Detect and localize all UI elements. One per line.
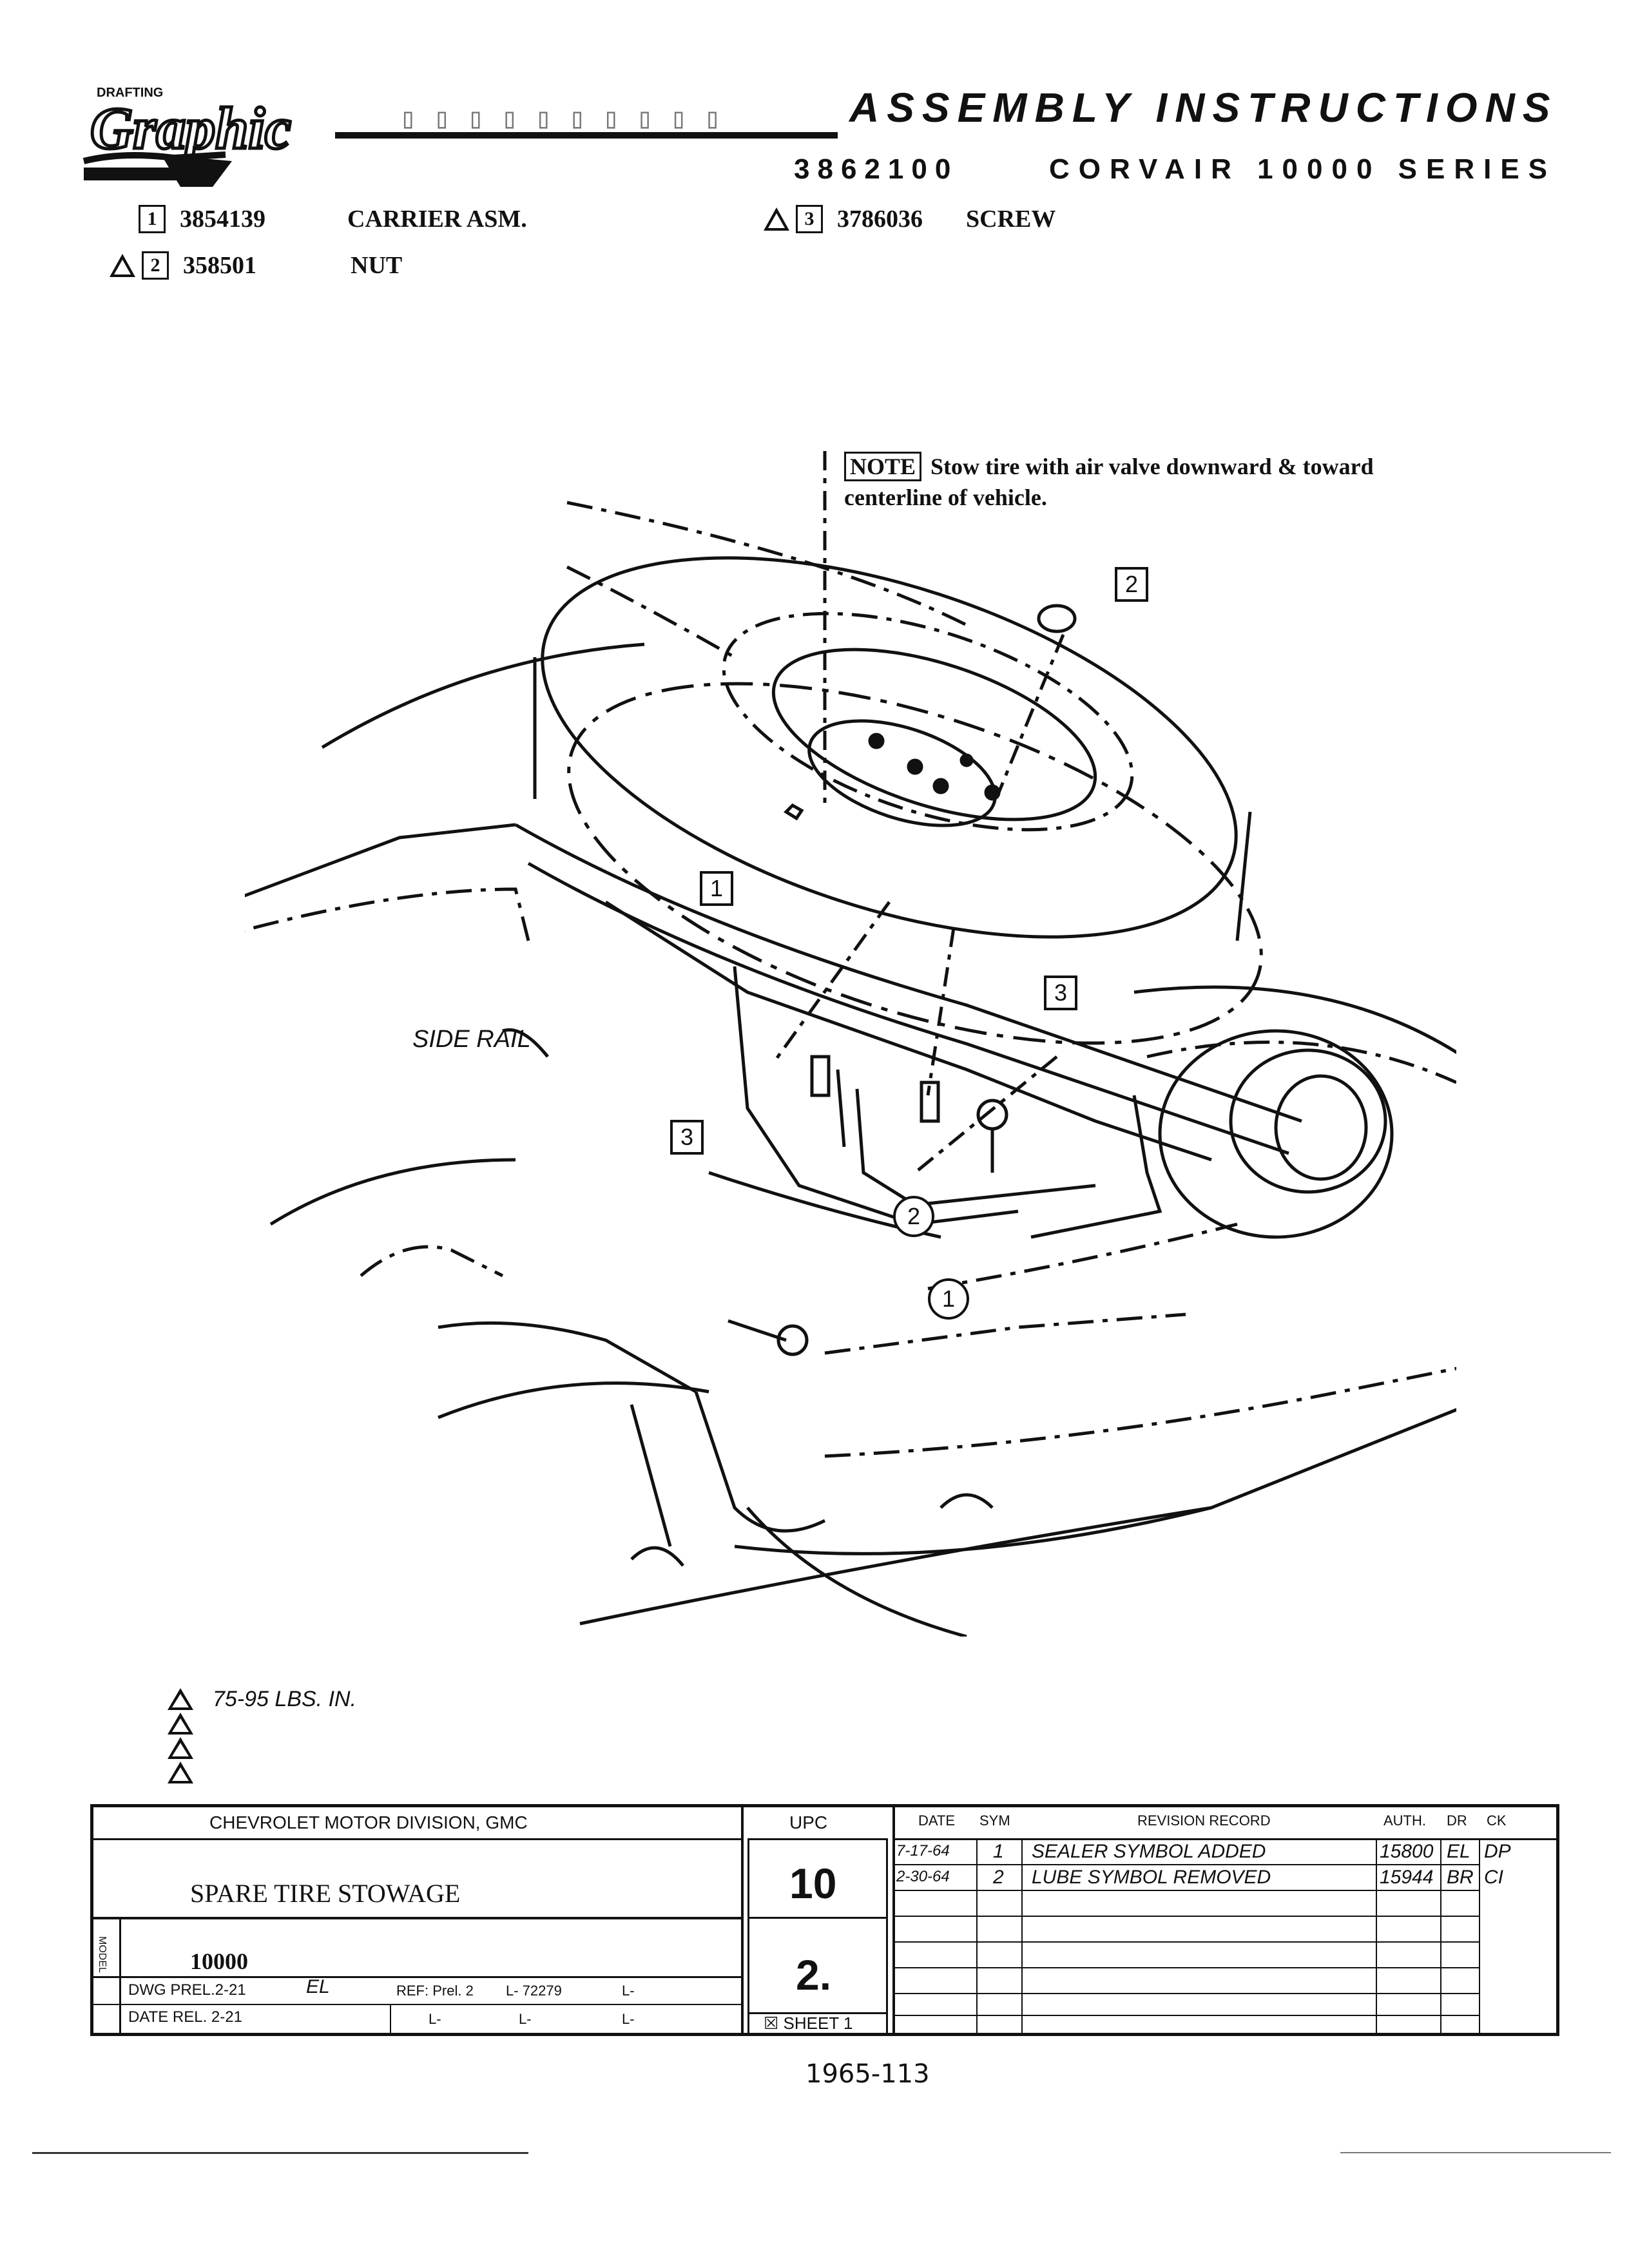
rev-2-ck: CI [1484,1867,1503,1888]
rev-2-record: LUBE SYMBOL REMOVED [1032,1867,1271,1888]
bottom-rule [32,2152,528,2154]
part-row-3: 3 3786036 SCREW [764,205,1055,233]
ref-l1: L- 72279 [506,1983,562,1999]
bottom-rule [1340,2152,1611,2153]
logo-small-text: DRAFTING [97,86,163,100]
spare-tire-stowage-diagram [245,451,1456,1637]
part-callout-box: 1 [139,205,166,233]
ref-l4: L- [519,2011,532,2027]
title-block: CHEVROLET MOTOR DIVISION, GMC SPARE TIRE… [90,1804,1559,2036]
part-row-2: 2 358501 NUT [110,251,402,280]
sheet-number: ☒ SHEET 1 [764,2013,853,2033]
diagram-callout-box: 3 [1044,975,1077,1010]
drawing-title: SPARE TIRE STOWAGE [190,1879,461,1908]
document-title: ASSEMBLY INSTRUCTIONS [849,84,1558,131]
ref-l2: L- [622,1983,635,1999]
part-name: SCREW [966,206,1056,233]
part-callout-box: 2 [142,251,169,280]
logo-graphic: DRAFTING Graphic [82,86,293,187]
rev-2-sym: 2 [993,1867,1004,1888]
series-name: CORVAIR 10000 SERIES [1049,153,1557,185]
diagram-callout-box: 1 [700,871,733,906]
rev-1-ck: DP [1484,1841,1511,1862]
sheet-text: SHEET 1 [783,2013,853,2033]
torque-flag-icon [168,1713,193,1735]
rev-header-record: REVISION RECORD [1137,1812,1271,1829]
rev-1-dr: EL [1447,1841,1470,1862]
part-number: 358501 [183,252,256,279]
rev-header-sym: SYM [979,1812,1010,1829]
model-number: 10000 [190,1948,248,1974]
note-text: Stow tire with air valve downward & towa… [844,454,1374,510]
ref-l5: L- [622,2011,635,2027]
torque-flag-icon [168,1737,193,1759]
ref-l3: L- [429,2011,441,2027]
part-callout-box: 3 [796,205,823,233]
dwg-initials: EL [306,1976,330,1997]
part-name: CARRIER ASM. [347,206,527,233]
model-label: MODEL [97,1936,108,1973]
upc-value: 10 [789,1860,837,1907]
drafting-graphic-logo: DRAFTING Graphic [71,77,342,193]
rev-1-auth: 15800 [1380,1841,1434,1862]
side-rail-label: SIDE RAIL [412,1026,531,1053]
upc-sub-value: 2. [796,1951,832,1999]
assembly-part-number: 3862100 [794,153,959,185]
document-code: 1965-113 [805,2059,930,2089]
diagram-callout-box: 2 [1115,567,1148,602]
division-name: CHEVROLET MOTOR DIVISION, GMC [209,1812,528,1832]
torque-spec: 75-95 LBS. IN. [213,1687,357,1711]
torque-flag-icon [168,1688,193,1710]
upc-label: UPC [789,1812,828,1832]
header-faded-text: ▯▯▯▯▯▯▯▯▯▯ [400,104,738,137]
rev-1-record: SEALER SYMBOL ADDED [1032,1841,1266,1862]
part-row-1: 1 3854139 CARRIER ASM. [139,205,527,233]
torque-triangle-icon [764,207,789,231]
dwg-info: DWG PREL.2-21 [128,1981,246,1999]
rev-2-date: 2-30-64 [896,1868,950,1885]
diagram-callout-box: 3 [670,1120,704,1155]
ref-info: REF: Prel. 2 [396,1983,474,1999]
torque-flag-stack [168,1688,193,1786]
note-label: NOTE [844,452,922,481]
rev-header-ck: CK [1487,1812,1507,1829]
torque-flag-icon [168,1762,193,1783]
part-name: NUT [351,252,403,279]
logo-script-text: Graphic [90,95,291,161]
rev-1-sym: 1 [993,1841,1004,1862]
part-number: 3854139 [180,206,265,233]
rev-header-date: DATE [918,1812,956,1829]
rev-2-dr: BR [1447,1867,1474,1888]
part-number: 3786036 [837,206,923,233]
torque-triangle-icon [110,254,135,277]
rev-header-dr: DR [1447,1812,1467,1829]
sheet-check-icon: ☒ [764,2013,784,2033]
rev-1-date: 7-17-64 [896,1842,950,1860]
rev-2-auth: 15944 [1380,1867,1434,1888]
rev-header-auth: AUTH. [1383,1812,1426,1829]
date-info: DATE REL. 2-21 [128,2008,242,2026]
diagram-callout-circle: 2 [893,1196,934,1237]
header-rule [335,132,838,139]
diagram-callout-circle: 1 [928,1278,969,1320]
